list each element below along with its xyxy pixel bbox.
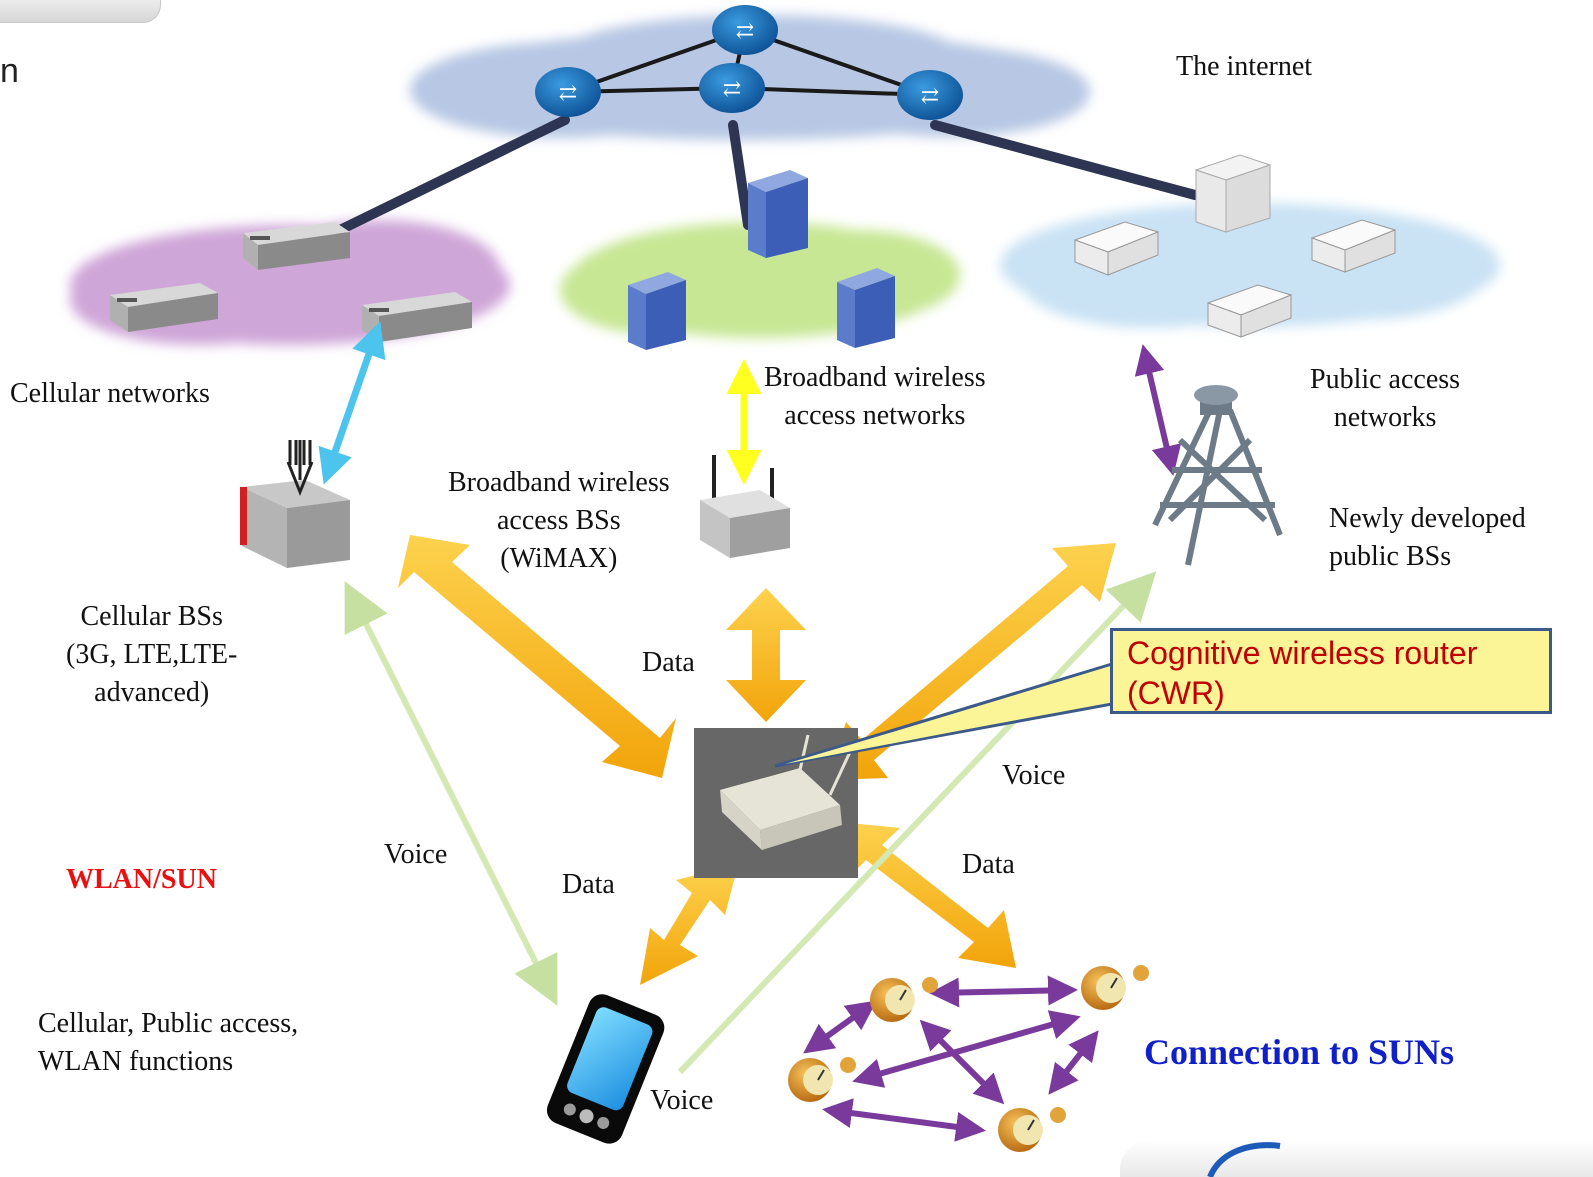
label-voice-left: Voice [384, 839, 448, 870]
smart-meter-icon [998, 1107, 1066, 1152]
data-link-phone-cwr [640, 865, 738, 985]
label-line: Cellular, Public access, [38, 1008, 299, 1039]
callout-line: (CWR) [1127, 675, 1225, 711]
label-connection-to-suns: Connection to SUNs [1144, 1032, 1455, 1072]
public-access-server-icon [1194, 154, 1272, 233]
public-access-box-icon [1206, 284, 1293, 338]
cellular-bs-icon [240, 440, 350, 568]
cwr-callout: Cognitive wireless router (CWR) [1110, 628, 1552, 714]
logo-strip [1120, 1140, 1593, 1177]
label-voice-right: Voice [1002, 760, 1066, 791]
truncated-title: n [0, 52, 19, 90]
label-line: advanced) [94, 677, 210, 708]
label-the-internet: The internet [1176, 51, 1313, 82]
label-device-functions: Cellular, Public access, WLAN functions [38, 1005, 298, 1081]
tower-icon [1152, 385, 1283, 566]
smartphone-icon [546, 994, 665, 1144]
public-access-box-icon [1073, 221, 1160, 276]
label-wlan-sun: WLAN/SUN [66, 864, 217, 895]
label-line: Broadband wireless [448, 467, 670, 498]
label-data-top: Data [642, 647, 695, 678]
smart-meter-icon [1081, 965, 1149, 1010]
backbone-links [335, 115, 1200, 235]
label-line: WLAN functions [38, 1046, 234, 1077]
cellular-gateway-icon [243, 222, 350, 270]
label-line: networks [1333, 402, 1437, 433]
label-line: Public access [1310, 364, 1461, 395]
label-line: access BSs [496, 505, 621, 536]
server-icon [748, 170, 808, 258]
data-link-cwr-suns [840, 822, 1016, 968]
svg-text:⇄: ⇄ [736, 18, 754, 43]
server-icon [837, 268, 895, 348]
public-backhaul-link [1134, 344, 1182, 476]
svg-text:⇄: ⇄ [723, 76, 741, 101]
label-line: (WiMAX) [500, 543, 618, 574]
svg-text:⇄: ⇄ [559, 80, 577, 105]
label-line: access networks [784, 400, 966, 431]
router-icon: ⇄ [897, 70, 963, 120]
callout-line: Cognitive wireless router [1127, 635, 1478, 671]
public-access-box-icon [1310, 219, 1397, 273]
sun-mesh-links [803, 975, 1099, 1142]
label-line: Cellular BSs [80, 601, 223, 632]
label-cellular-networks: Cellular networks [10, 378, 210, 409]
router-icon: ⇄ [535, 67, 601, 117]
label-broadband-bss: Broadband wireless access BSs (WiMAX) [448, 464, 670, 578]
label-broadband-networks: Broadband wireless access networks [764, 359, 986, 435]
label-voice-bottom: Voice [650, 1085, 714, 1116]
svg-text:⇄: ⇄ [921, 83, 939, 108]
wimax-bs-icon [700, 455, 790, 558]
label-line: public BSs [1329, 541, 1452, 572]
logo-swoosh-icon [1207, 1142, 1281, 1177]
data-link-public-bs-cwr [828, 543, 1116, 780]
cellular-backhaul-link [318, 321, 386, 485]
data-link-wimax-cwr [726, 588, 806, 722]
label-data-left: Data [562, 869, 615, 900]
smart-meter-icon [870, 977, 938, 1022]
label-cellular-bss: Cellular BSs (3G, LTE,LTE- advanced) [66, 598, 237, 712]
label-data-right: Data [962, 849, 1015, 880]
voice-link-phone-public-bs [677, 571, 1157, 1075]
label-line: (3G, LTE,LTE- [66, 639, 238, 670]
label-line: Broadband wireless [764, 362, 986, 393]
router-icon: ⇄ [712, 5, 778, 55]
server-icon [628, 272, 686, 350]
label-newly-developed-public-bss: Newly developed public BSs [1329, 500, 1526, 576]
label-public-access-networks: Public access networks [1310, 361, 1460, 437]
voice-link-cellular-phone [344, 581, 558, 1006]
label-line: Newly developed [1329, 503, 1526, 534]
cellular-gateway-icon [110, 283, 218, 332]
router-icon: ⇄ [699, 63, 765, 113]
smart-meter-icon [788, 1057, 856, 1102]
